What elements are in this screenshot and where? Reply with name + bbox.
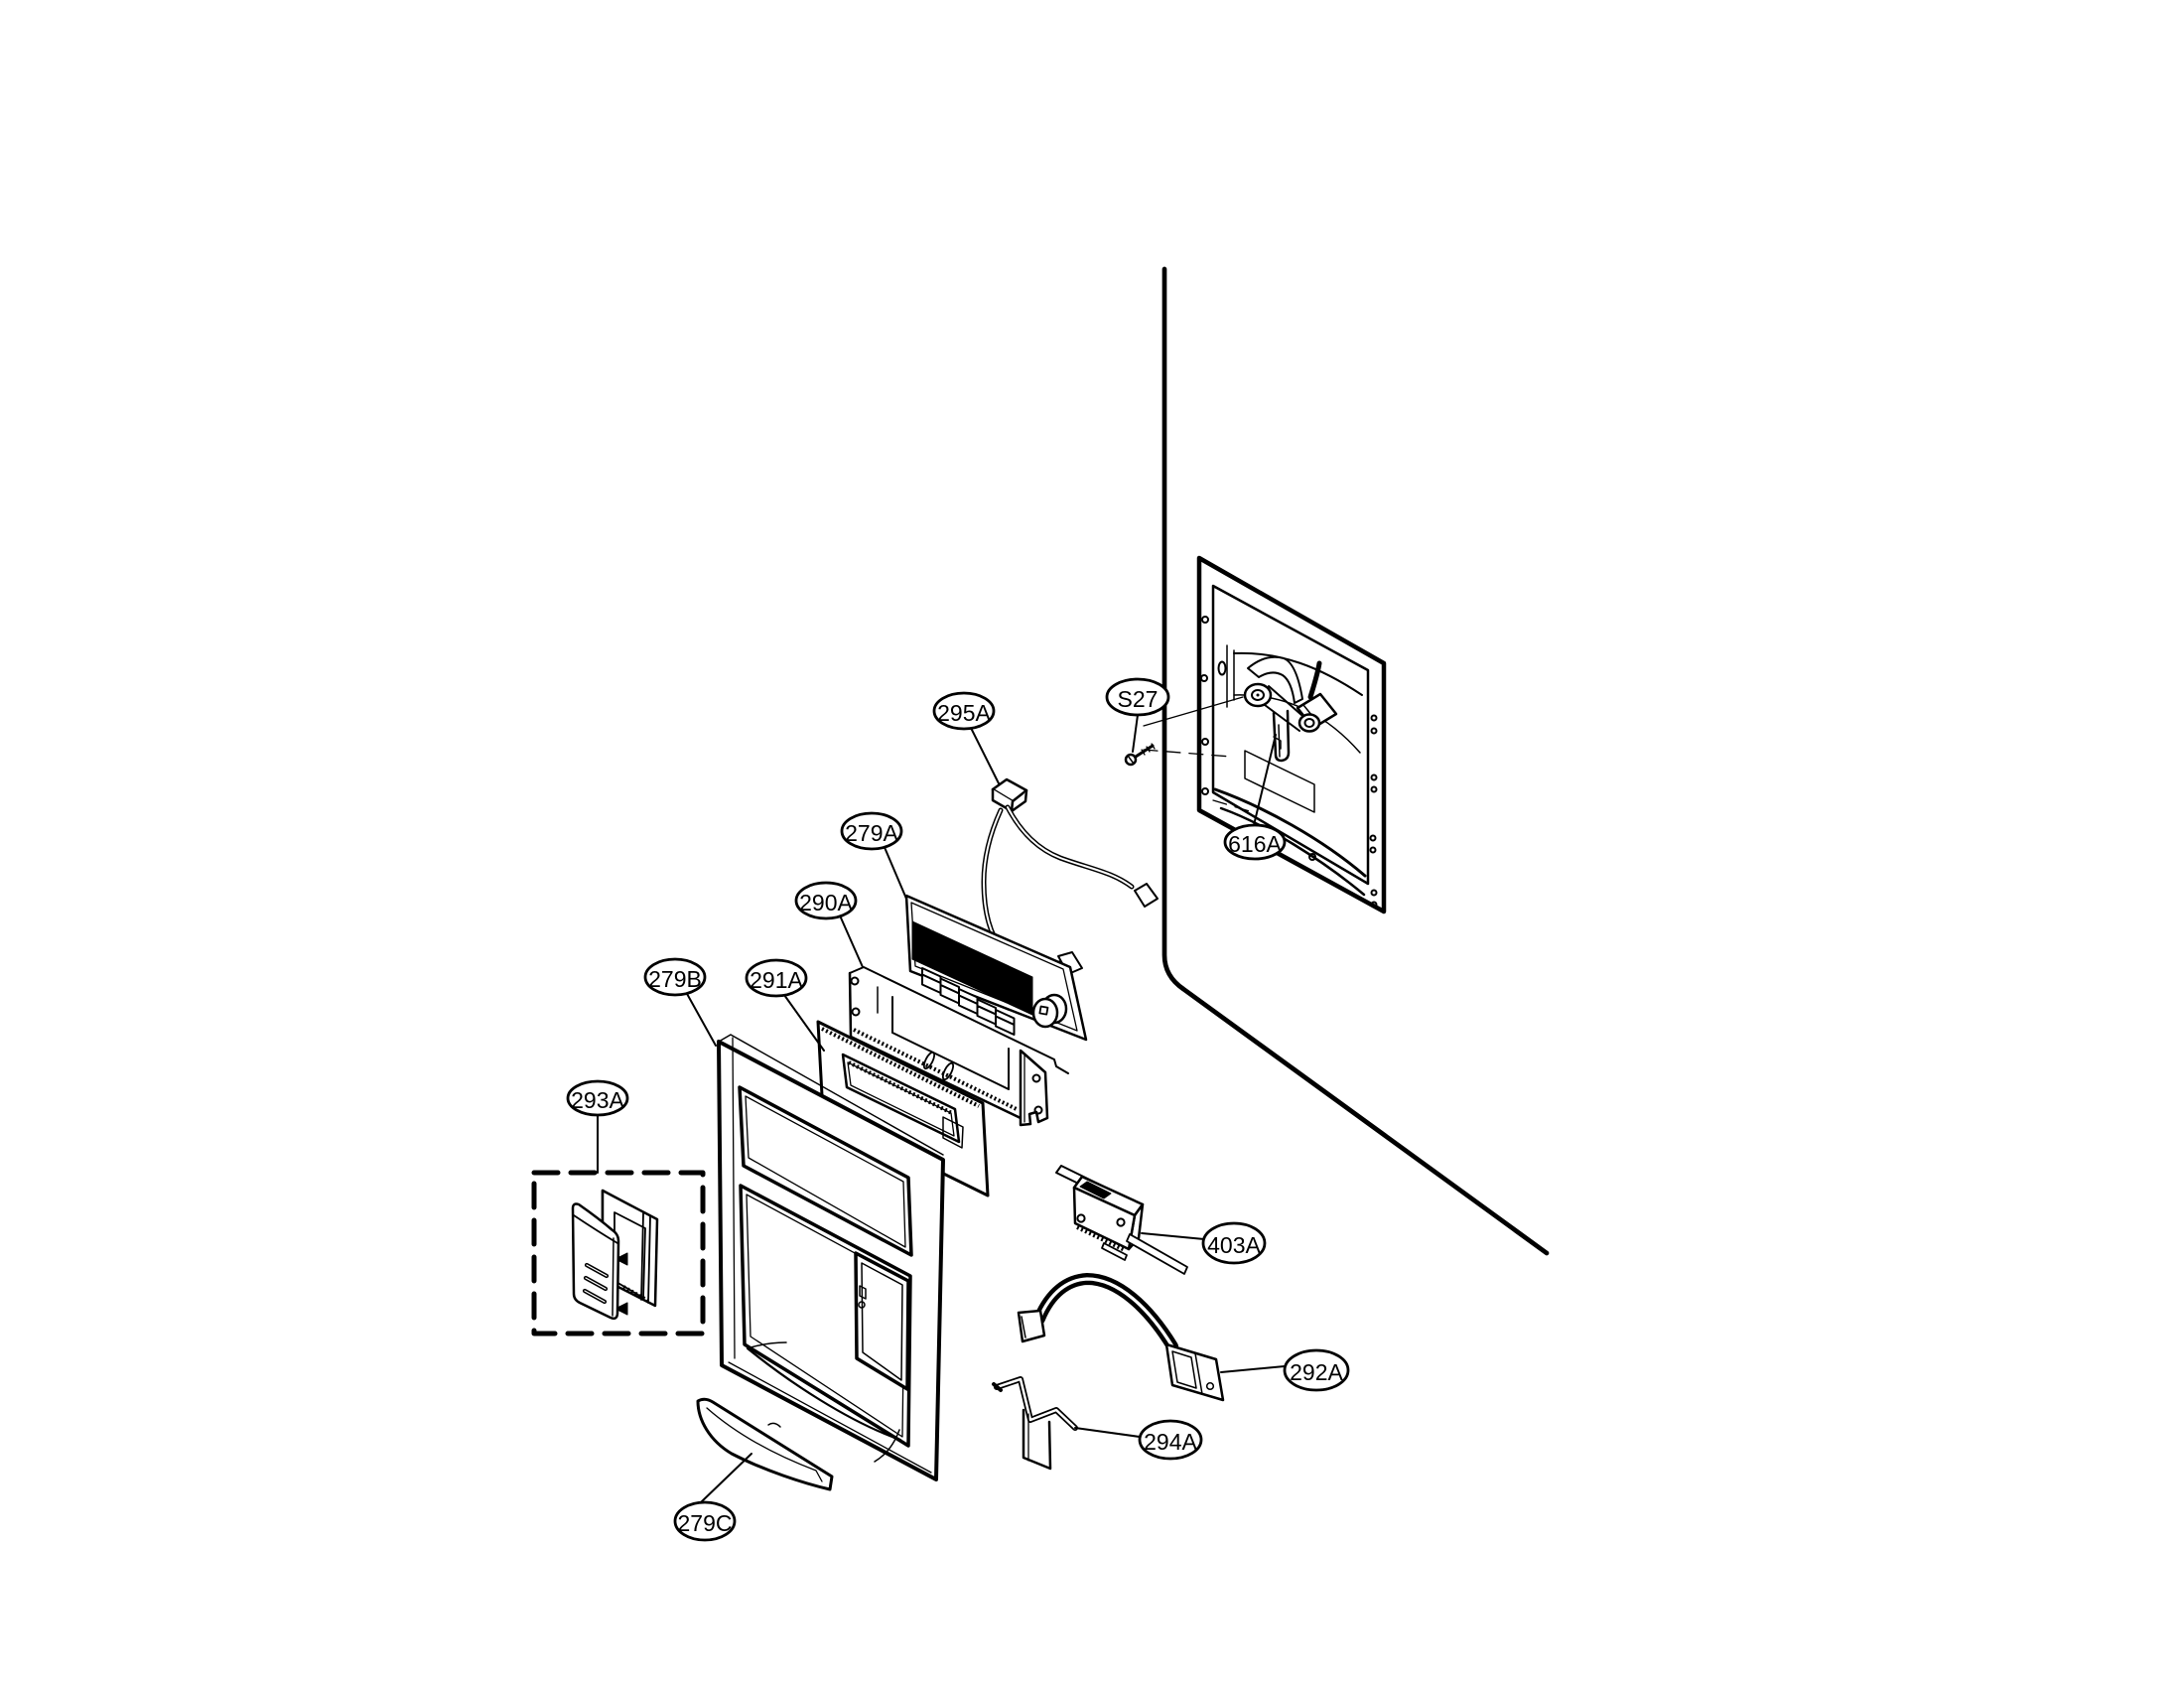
- svg-text:279B: 279B: [648, 966, 702, 992]
- svg-text:295A: 295A: [937, 700, 991, 726]
- svg-text:292A: 292A: [1290, 1359, 1343, 1385]
- svg-text:279C: 279C: [678, 1510, 733, 1536]
- svg-text:S27: S27: [1118, 686, 1159, 712]
- svg-text:294A: 294A: [1144, 1429, 1197, 1455]
- svg-text:293A: 293A: [571, 1087, 624, 1113]
- svg-text:291A: 291A: [750, 967, 803, 993]
- svg-text:290A: 290A: [799, 890, 853, 915]
- svg-text:279A: 279A: [845, 820, 898, 846]
- svg-text:403A: 403A: [1207, 1232, 1261, 1258]
- svg-text:616A: 616A: [1228, 831, 1282, 857]
